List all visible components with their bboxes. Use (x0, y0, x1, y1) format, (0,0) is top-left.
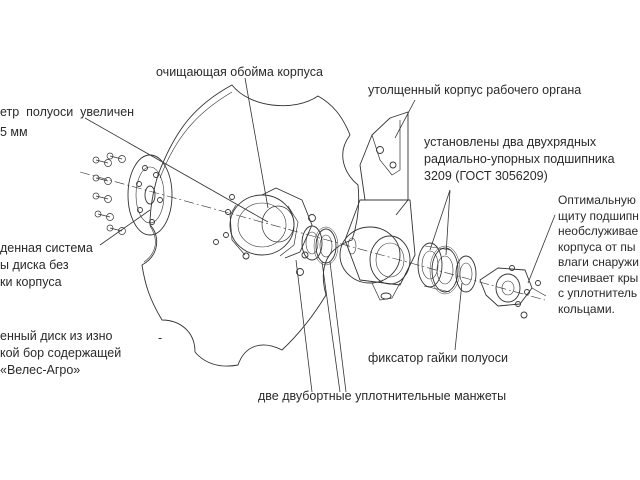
label-mount-system: денная система ы диска без ки корпуса (0, 241, 93, 289)
leader-thick-body (394, 99, 416, 139)
label-axle-diameter: етр полуоси увеличен 5 мм (0, 105, 135, 139)
axis-centerline (79, 171, 546, 301)
leader-axle-diameter (84, 117, 269, 223)
hub-cleaning-cage (213, 187, 316, 276)
leader-optimal (527, 214, 556, 284)
label-disc-dash: - (158, 331, 163, 345)
disc-rim-shade (143, 225, 156, 263)
label-optimal: Оптимальную щиту подшипн необслуживае ко… (558, 193, 639, 316)
leader-cleaning-cage (244, 77, 269, 209)
leader-bearings (429, 189, 451, 256)
label-seals: две двубортные уплотнительные манжеты (258, 389, 507, 403)
mounting-flange (127, 154, 173, 236)
scalloped-disc (141, 84, 360, 367)
double-lip-seals (301, 225, 339, 266)
leader-nut-lock (454, 282, 463, 351)
leader-seals (295, 259, 347, 393)
label-disc: енный диск из изно кой бор содержащей «В… (0, 329, 122, 377)
disc-inner-edge (159, 91, 233, 179)
stud-bolts (92, 152, 126, 235)
axle-nut-lock (479, 265, 547, 319)
label-cleaning-cage: очищающая обойма корпуса (156, 65, 323, 79)
label-thick-body: утолщенный корпус рабочего органа (368, 83, 582, 97)
label-bearings: установлены два двухрядных радиально-упо… (424, 135, 615, 183)
bearings-3209 (417, 242, 477, 295)
label-nut-lock: фиксатор гайки полуоси (368, 351, 508, 365)
leader-mount-system (99, 209, 151, 246)
thickened-body (339, 111, 416, 301)
